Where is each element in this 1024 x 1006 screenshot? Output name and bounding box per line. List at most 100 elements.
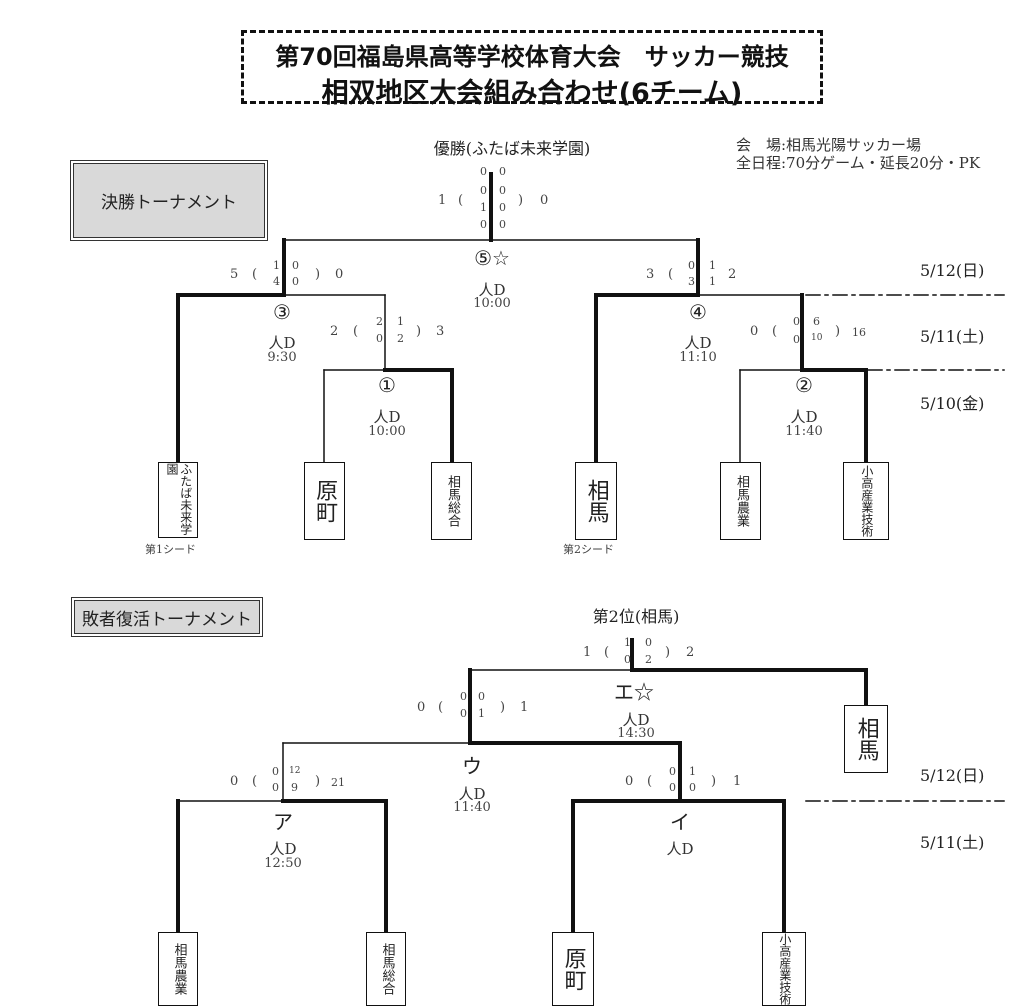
m3-close-paren: )	[315, 267, 321, 282]
mE-score-left: 1	[583, 645, 592, 660]
team-haramachi: 原町	[304, 462, 345, 540]
mI-score-b1: 1	[689, 765, 696, 778]
mA-score-right: 21	[331, 776, 345, 789]
mI-venue: 人D	[666, 840, 694, 858]
mU-score-b2: 1	[478, 707, 485, 720]
mU-score-right: 1	[520, 700, 529, 715]
m5-score-b3: 0	[499, 201, 506, 214]
m2-venue: 人D	[790, 408, 818, 426]
mU-score-a1: 0	[460, 690, 467, 703]
m4-score-b2: 1	[709, 275, 716, 288]
m3-time: 9:30	[267, 350, 297, 365]
m2-score-a1: 0	[793, 315, 800, 328]
mE-score-b1: 0	[645, 636, 652, 649]
m2-time: 11:40	[785, 424, 823, 439]
m5-venue: 人D	[478, 281, 506, 299]
m5-score-b4: 0	[499, 218, 506, 231]
m4-venue: 人D	[684, 334, 712, 352]
m5-score-a2: 0	[480, 184, 487, 197]
mI-close-paren: )	[711, 774, 717, 789]
date-5-11: 5/11(土)	[920, 327, 985, 346]
m5-score-left: 1	[438, 193, 447, 208]
m5-score-b2: 0	[499, 184, 506, 197]
team-soma-consolation: 相馬	[844, 705, 888, 773]
seed-1-label: 第1シード	[145, 543, 196, 556]
m1-score-right: 3	[436, 324, 445, 339]
m1-time: 10:00	[368, 424, 406, 439]
m5-close-paren: )	[518, 193, 524, 208]
m4-score-a2: 3	[688, 275, 695, 288]
title-box: 第70回福島県高等学校体育大会 サッカー競技 相双地区大会組み合わせ(6チーム)	[241, 30, 823, 109]
m3-score-a1: 1	[273, 259, 280, 272]
mI-score-a1: 0	[669, 765, 676, 778]
mE-time: 14:30	[617, 726, 655, 741]
champion-label: 優勝(ふたば未来学園)	[433, 139, 591, 158]
m1-score-left: 2	[330, 324, 339, 339]
m5-score-a3: 1	[480, 201, 487, 214]
m2-score-right: 16	[852, 326, 866, 339]
team-futaba-mirai: ふたば未来学園	[158, 462, 198, 538]
mU-score-left: 0	[417, 700, 426, 715]
m3-number: ③	[273, 300, 291, 324]
mA-score-left: 0	[230, 774, 239, 789]
team-soma: 相馬	[575, 462, 617, 540]
team-odaka-consolation: 小高産業技術	[762, 932, 806, 1006]
mU-venue: 人D	[458, 785, 486, 803]
mU-open-paren: (	[438, 700, 444, 715]
m4-score-a1: 0	[688, 259, 695, 272]
m5-number: ⑤☆	[474, 246, 510, 270]
m4-score-left: 3	[646, 267, 655, 282]
m2-close-paren: )	[835, 324, 841, 339]
mA-venue: 人D	[269, 840, 297, 858]
m4-score-b1: 1	[709, 259, 716, 272]
mE-score-a2: 0	[624, 653, 631, 666]
mA-score-a2: 0	[272, 781, 279, 794]
m3-venue: 人D	[268, 334, 296, 352]
team-soma-sogo-consolation: 相馬総合	[366, 932, 406, 1006]
mE-score-b2: 2	[645, 653, 652, 666]
schedule-line: 全日程:70分ゲーム・延長20分・PK	[736, 154, 981, 172]
mA-number: ア	[273, 810, 293, 834]
m1-close-paren: )	[416, 324, 422, 339]
title-line-1: 第70回福島県高等学校体育大会 サッカー競技	[275, 43, 789, 71]
mI-score-b2: 0	[689, 781, 696, 794]
m3-open-paren: (	[252, 267, 258, 282]
m4-time: 11:10	[679, 350, 717, 365]
mE-score-a1: 1	[624, 636, 631, 649]
team-odaka-sangyo-gijutsu: 小高産業技術	[843, 462, 889, 540]
team-haramachi-consolation: 原町	[552, 932, 594, 1006]
mI-score-left: 0	[625, 774, 634, 789]
m1-venue: 人D	[373, 408, 401, 426]
m3-score-a2: 4	[273, 275, 280, 288]
m2-score-a2: 0	[793, 333, 800, 346]
m4-number: ④	[689, 300, 707, 324]
final-tournament-label: 決勝トーナメント	[70, 160, 268, 241]
m3-score-b1: 0	[292, 259, 299, 272]
m2-score-b2: 10	[811, 333, 823, 343]
m1-score-a2: 0	[376, 332, 383, 345]
mI-open-paren: (	[647, 774, 653, 789]
m2-number: ②	[795, 373, 813, 397]
mE-score-right: 2	[686, 645, 695, 660]
m1-score-b2: 2	[397, 332, 404, 345]
second-place-label: 第2位(相馬)	[592, 607, 680, 626]
consolation-tournament-label: 敗者復活トーナメント	[71, 597, 263, 637]
mI-score-right: 1	[733, 774, 742, 789]
m1-open-paren: (	[353, 324, 359, 339]
mU-time: 11:40	[453, 800, 491, 815]
team-soma-nogyo-consolation: 相馬農業	[158, 932, 198, 1006]
m3-score-left: 5	[230, 267, 239, 282]
m3-score-b2: 0	[292, 275, 299, 288]
mA-time: 12:50	[264, 856, 302, 871]
m4-open-paren: (	[668, 267, 674, 282]
m3-score-right: 0	[335, 267, 344, 282]
m2-score-b1: 6	[813, 315, 820, 328]
mA-score-b1: 12	[289, 766, 301, 776]
m1-number: ①	[378, 373, 396, 397]
mE-number: エ☆	[614, 680, 654, 704]
mU-score-a2: 0	[460, 707, 467, 720]
mU-close-paren: )	[500, 700, 506, 715]
mA-close-paren: )	[315, 774, 321, 789]
mU-number: ウ	[462, 754, 482, 778]
